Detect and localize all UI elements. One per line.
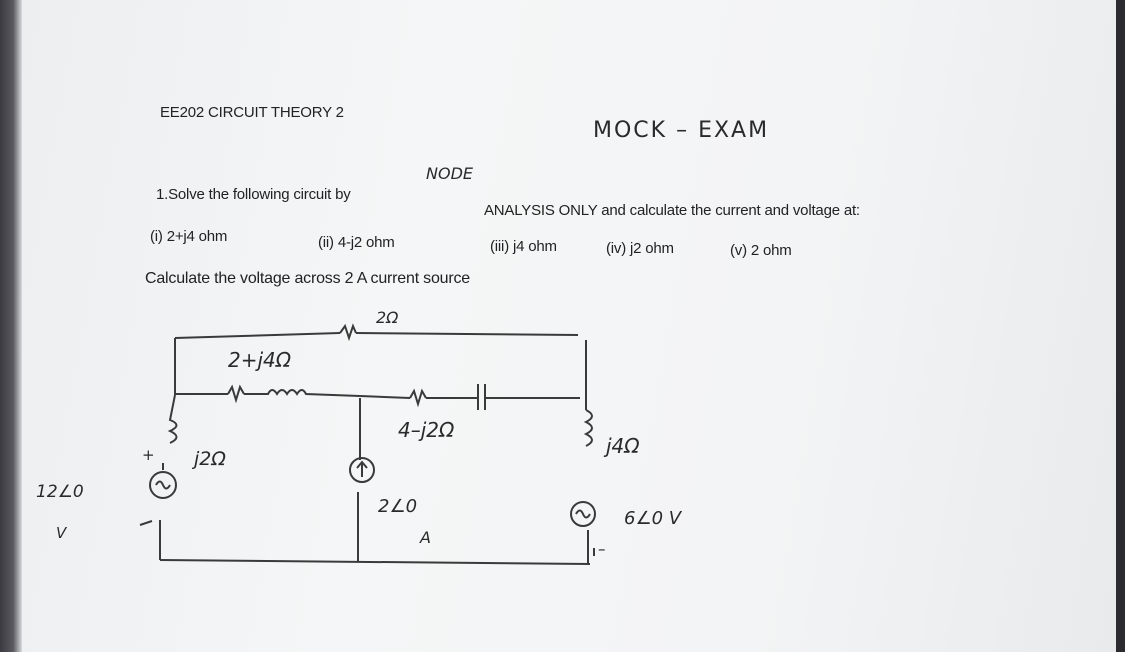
followup-question: Calculate the voltage across 2 A current… [145, 270, 471, 287]
inserted-word-handwritten: NODE [426, 164, 473, 183]
label-series-impedance: 2+j4Ω [228, 348, 292, 372]
item-iv: (iv) j2 ohm [606, 240, 674, 257]
exam-paper [8, 0, 1116, 652]
middle-capacitor [477, 384, 486, 410]
middle-wire-center [359, 395, 411, 399]
item-ii: (ii) 4-j2 ohm [318, 234, 395, 251]
right-source-sine [575, 509, 591, 519]
bottom-ground-wire [159, 559, 591, 565]
label-current-source-unit: A [420, 528, 431, 547]
series-resistor-2 [227, 384, 245, 404]
right-voltage-source-6v [570, 501, 596, 527]
right-vertical-lower-wire [587, 530, 595, 564]
left-source-sine [155, 480, 171, 490]
current-source-2a [349, 457, 375, 483]
course-title: EE202 CIRCUIT THEORY 2 [160, 104, 344, 121]
exam-label-handwritten: MOCK – EXAM [593, 118, 770, 143]
top-wire-right [355, 332, 579, 336]
series-inductor-j4 [244, 389, 361, 397]
top-resistor-2ohm [339, 323, 357, 342]
question-prefix: 1.Solve the following circuit by [156, 186, 351, 203]
label-middle-impedance: 4–j2Ω [398, 418, 455, 442]
item-v: (v) 2 ohm [730, 242, 792, 259]
label-current-source-value: 2∠0 [378, 496, 418, 517]
label-minus-sign: – [598, 540, 606, 558]
middle-resistor-4 [409, 388, 427, 408]
question-suffix: ANALYSIS ONLY and calculate the current … [484, 202, 860, 219]
label-plus-sign: + [142, 446, 155, 464]
label-left-source-value: 12∠0 [36, 482, 84, 502]
left-inductor-j2 [167, 394, 178, 444]
left-voltage-source-12v [149, 471, 177, 499]
current-source-arrow [356, 460, 368, 477]
background-right-edge [1116, 0, 1125, 652]
paper-left-shadow [0, 0, 22, 652]
top-wire-left [174, 332, 341, 339]
right-inductor-j4 [583, 409, 593, 447]
left-source-minus-mark [139, 520, 153, 526]
item-iii: (iii) j4 ohm [490, 238, 557, 255]
label-left-inductor: j2Ω [194, 448, 226, 470]
label-top-resistor: 2Ω [376, 308, 399, 327]
item-i: (i) 2+j4 ohm [150, 228, 228, 245]
label-right-inductor: j4Ω [606, 434, 640, 458]
label-right-source-value: 6∠0 V [624, 508, 682, 529]
label-left-source-unit: V [56, 524, 67, 542]
